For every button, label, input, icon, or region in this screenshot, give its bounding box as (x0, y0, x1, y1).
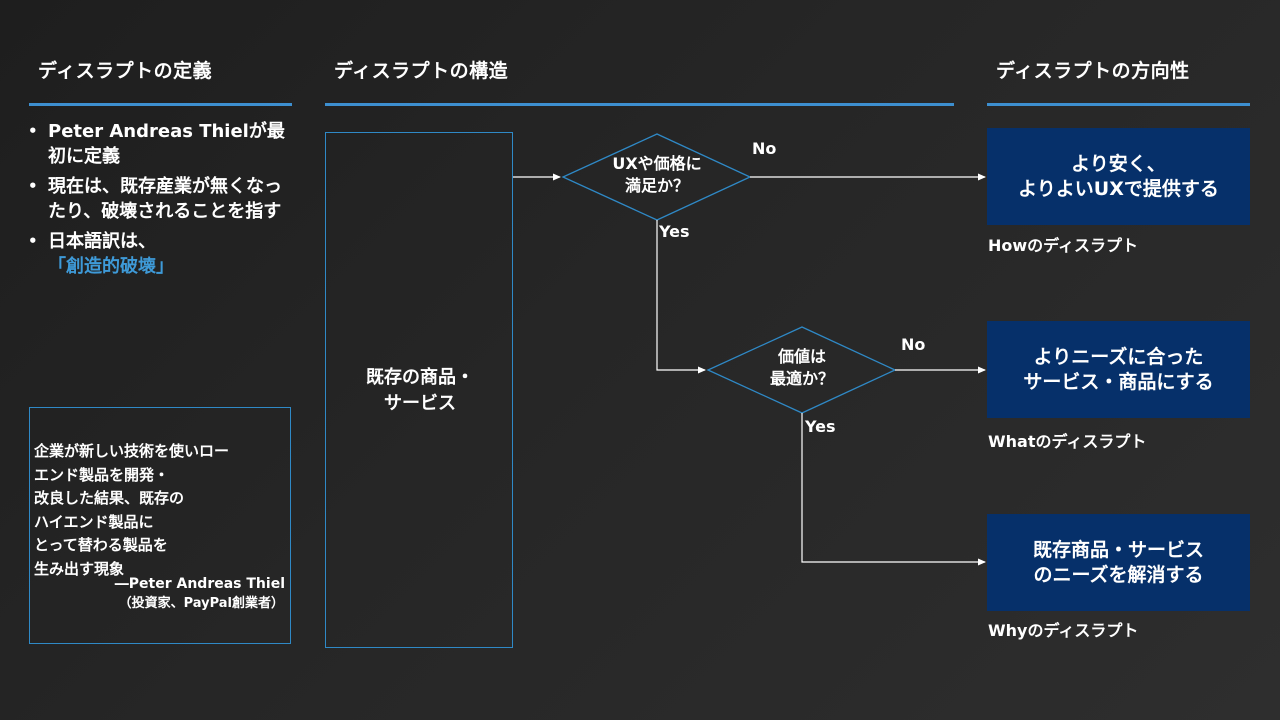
quote-text: 企業が新しい技術を使いロー エンド製品を開発・ 改良した結果、既存の ハイエンド… (34, 442, 230, 578)
arrow-decision1-yes (656, 220, 706, 374)
quote-box: 企業が新しい技術を使いロー エンド製品を開発・ 改良した結果、既存の ハイエンド… (29, 407, 291, 644)
direction-section-rule (987, 103, 1250, 106)
quote-affiliation: （投資家、PayPal創業者） (118, 596, 284, 611)
definition-bullet-3-highlight: 「創造的破壊」 (48, 256, 174, 277)
direction-caption-why: Whyのディスラプト (988, 621, 1139, 640)
definition-bullet-1: Peter Andreas Thielが最初に定義 (28, 119, 293, 169)
structure-section-rule (325, 103, 954, 106)
direction-box-how: より安く、 よりよいUXで提供する (987, 128, 1250, 225)
definition-bullet-3-prefix: 日本語訳は、 (48, 231, 156, 252)
structure-section-title: ディスラプトの構造 (334, 60, 509, 82)
decision2-no-label: No (901, 335, 926, 354)
direction-caption-how: Howのディスラプト (988, 236, 1139, 255)
direction-section-title: ディスラプトの方向性 (996, 60, 1190, 82)
decision1-text: UXや価格に 満足か？ (612, 154, 702, 195)
decision1-no-label: No (752, 139, 777, 158)
quote-author: ―Peter Andreas Thiel (114, 576, 285, 592)
direction-caption-what: Whatのディスラプト (988, 432, 1147, 451)
definition-section-rule (29, 103, 292, 106)
definition-bullet-2: 現在は、既存産業が無くなったり、破壊されることを指す (28, 174, 293, 224)
decision2-text: 価値は 最適か？ (769, 347, 834, 388)
existing-product-label: 既存の商品・ サービス (366, 367, 474, 414)
decision2-yes-label: Yes (805, 417, 836, 436)
definition-section-title: ディスラプトの定義 (38, 60, 213, 82)
decision1-yes-label: Yes (659, 222, 690, 241)
direction-box-what: よりニーズに合った サービス・商品にする (987, 321, 1250, 418)
arrow-decision2-yes (801, 413, 986, 566)
definition-bullet-3: 日本語訳は、 「創造的破壊」 (28, 229, 293, 279)
definition-bullet-list: Peter Andreas Thielが最初に定義 現在は、既存産業が無くなった… (28, 119, 293, 284)
existing-product-box: 既存の商品・ サービス (325, 132, 513, 648)
direction-box-why: 既存商品・サービス のニーズを解消する (987, 514, 1250, 611)
